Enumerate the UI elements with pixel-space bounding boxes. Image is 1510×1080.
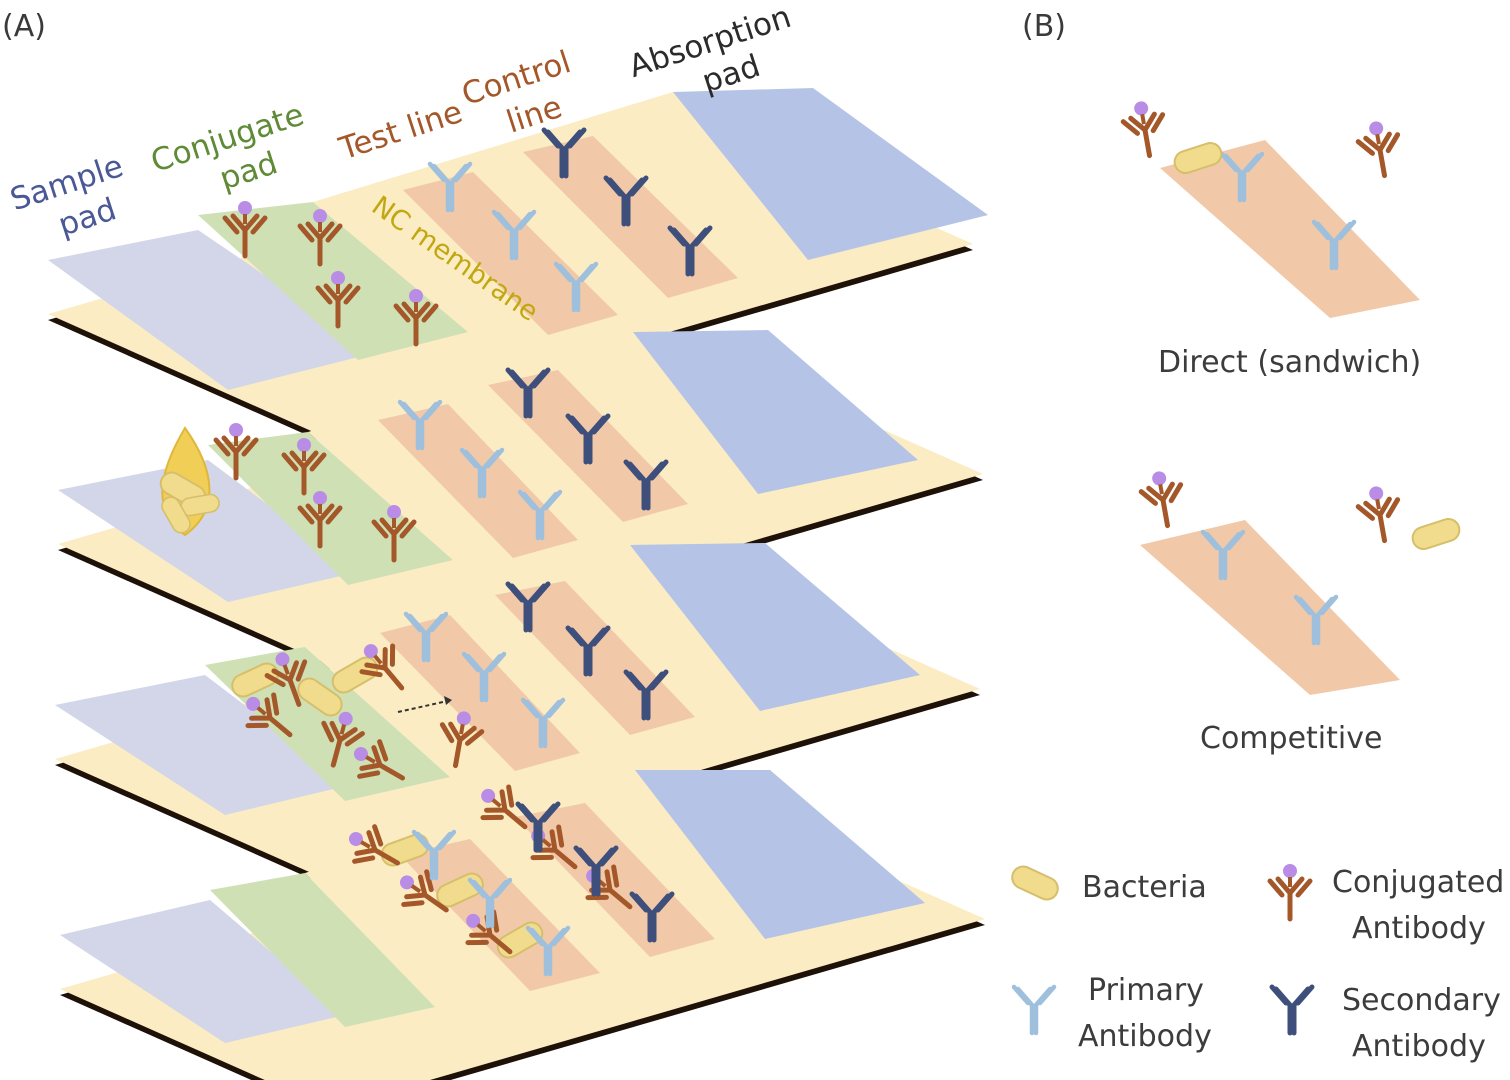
legend: Bacteria Conjugated Antibody Primary Ant… <box>1007 861 1504 1064</box>
legend-conjugated-label-2: Antibody <box>1352 911 1486 946</box>
legend-bacteria-icon <box>1007 861 1063 905</box>
strip-2-molecules <box>155 370 666 560</box>
test-line-label: Test line <box>334 94 467 168</box>
strip-2 <box>58 330 983 670</box>
direct-sandwich <box>1120 98 1420 318</box>
competitive-caption: Competitive <box>1200 721 1382 756</box>
legend-secondary-icon <box>1272 987 1312 1033</box>
legend-secondary-label-1: Secondary <box>1342 983 1501 1018</box>
legend-secondary-label-2: Antibody <box>1352 1029 1486 1064</box>
legend-primary-label-1: Primary <box>1088 973 1204 1008</box>
legend-primary-icon <box>1014 987 1054 1033</box>
direct-caption: Direct (sandwich) <box>1158 345 1421 380</box>
panel-a-label: (A) <box>2 9 46 44</box>
strip-3-molecules <box>227 584 666 795</box>
legend-primary-label-2: Antibody <box>1078 1019 1212 1054</box>
panel-b-label: (B) <box>1022 9 1066 44</box>
legend-conjugated-icon <box>1270 864 1310 919</box>
absorption-pad <box>673 88 988 260</box>
legend-conjugated-label-1: Conjugated <box>1332 865 1504 900</box>
flow-arrow <box>397 699 453 713</box>
competitive <box>1138 468 1464 695</box>
sample-pad <box>48 230 378 390</box>
legend-bacteria-label: Bacteria <box>1082 870 1207 905</box>
